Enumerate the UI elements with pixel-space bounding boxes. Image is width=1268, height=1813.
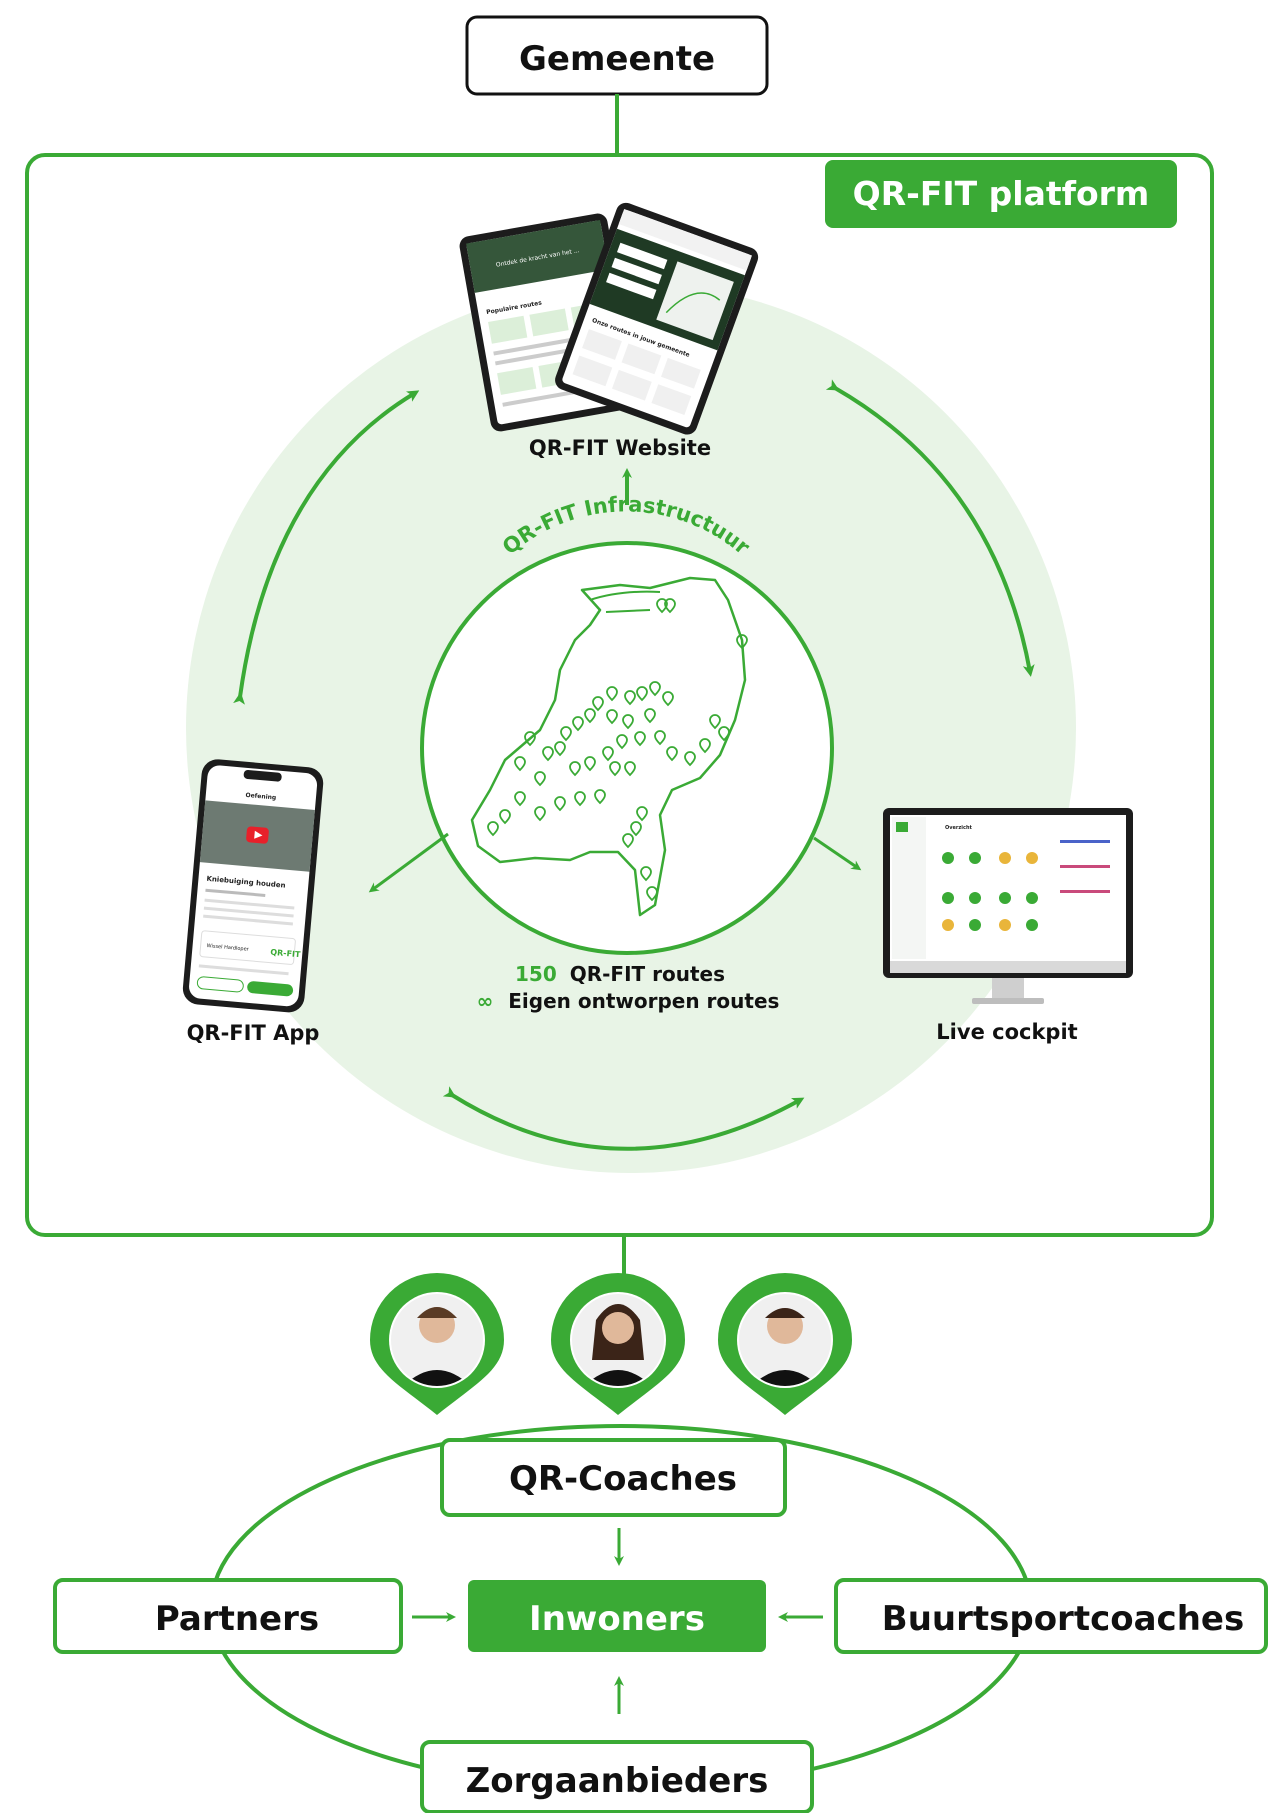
qr-coaches-node: QR-Coaches bbox=[440, 1438, 787, 1517]
route-pin bbox=[634, 731, 646, 747]
platform-badge: QR-FIT platform bbox=[825, 160, 1177, 228]
buurtsportcoaches-label: Buurtsportcoaches bbox=[882, 1599, 1244, 1639]
route-pin bbox=[684, 751, 696, 767]
route-pin bbox=[624, 761, 636, 777]
routes-count: 150 bbox=[515, 962, 557, 986]
arrow-app-website bbox=[233, 390, 420, 705]
route-pin bbox=[736, 634, 748, 650]
route-pin bbox=[569, 761, 581, 777]
app-header: Oefening bbox=[245, 792, 276, 802]
coach-pin-2 bbox=[551, 1273, 685, 1415]
cockpit-title: Overzicht bbox=[945, 825, 973, 831]
coach-pin-1 bbox=[370, 1273, 504, 1415]
route-pin bbox=[636, 686, 648, 702]
svg-text:150 QR-FIT routes: 150 QR-FIT routes bbox=[515, 962, 725, 986]
arrow-infra-app bbox=[368, 832, 449, 893]
route-pin bbox=[534, 806, 546, 822]
arrow-infra-cockpit bbox=[813, 836, 862, 871]
route-pin bbox=[554, 741, 566, 757]
inwoners-label: Inwoners bbox=[529, 1599, 705, 1639]
svg-text:∞ Eigen ontworpen routes: ∞ Eigen ontworpen routes bbox=[477, 989, 780, 1013]
own-routes-text: Eigen ontworpen routes bbox=[508, 989, 779, 1013]
qr-coaches-label: QR-Coaches bbox=[509, 1459, 737, 1499]
coach-pin-3 bbox=[718, 1273, 852, 1415]
route-pin bbox=[640, 866, 652, 882]
route-pin bbox=[584, 756, 596, 772]
cockpit-dials bbox=[942, 852, 1038, 931]
route-pin bbox=[622, 714, 634, 730]
route-pin bbox=[616, 734, 628, 750]
route-pin bbox=[594, 789, 606, 805]
route-pin bbox=[554, 796, 566, 812]
route-pin bbox=[602, 746, 614, 762]
route-pin bbox=[624, 690, 636, 706]
route-pin bbox=[630, 821, 642, 837]
website-tablets: Ontdek de kracht van het ... Populaire r… bbox=[459, 202, 759, 435]
route-pin bbox=[542, 746, 554, 762]
routes-info: 150 QR-FIT routes ∞ Eigen ontworpen rout… bbox=[477, 962, 780, 1013]
gemeente-label: Gemeente bbox=[519, 39, 715, 79]
route-pin bbox=[606, 686, 618, 702]
buurtsportcoaches-node: Buurtsportcoaches bbox=[834, 1578, 1268, 1654]
svg-text:QR-FIT: QR-FIT bbox=[270, 948, 301, 960]
route-pin bbox=[514, 791, 526, 807]
route-pin bbox=[534, 771, 546, 787]
route-pin bbox=[649, 681, 661, 697]
platform-badge-label: QR-FIT platform bbox=[853, 174, 1150, 213]
own-routes-symbol: ∞ bbox=[477, 989, 494, 1013]
gemeente-node: Gemeente bbox=[465, 15, 769, 96]
route-pin bbox=[606, 709, 618, 725]
route-pin bbox=[718, 726, 730, 742]
website-tablet-front: Onze routes in jouw gemeente bbox=[555, 202, 759, 435]
routes-text: QR-FIT routes bbox=[570, 962, 725, 986]
route-pin bbox=[666, 746, 678, 762]
infrastructure-circle bbox=[420, 541, 834, 955]
arrow-app-cockpit bbox=[442, 1086, 805, 1151]
route-pin bbox=[584, 708, 596, 724]
route-pin bbox=[487, 821, 499, 837]
zorgaanbieders-node: Zorgaanbieders bbox=[420, 1740, 814, 1813]
cockpit-label: Live cockpit bbox=[936, 1020, 1077, 1044]
route-pin bbox=[662, 691, 674, 707]
partners-node: Partners bbox=[53, 1578, 403, 1654]
route-pin bbox=[574, 791, 586, 807]
route-pin bbox=[636, 806, 648, 822]
partners-label: Partners bbox=[155, 1599, 319, 1639]
route-pin bbox=[524, 731, 536, 747]
inwoners-node: Inwoners bbox=[468, 1580, 766, 1652]
svg-text:Wissel Hardloper: Wissel Hardloper bbox=[206, 943, 250, 953]
route-pin bbox=[572, 716, 584, 732]
zorgaanbieders-label: Zorgaanbieders bbox=[466, 1761, 769, 1801]
route-pin bbox=[499, 809, 511, 825]
arrow-website-cockpit bbox=[825, 379, 1035, 677]
route-pin bbox=[609, 761, 621, 777]
netherlands-map bbox=[470, 576, 747, 917]
app-label: QR-FIT App bbox=[187, 1021, 320, 1045]
route-pin bbox=[699, 738, 711, 754]
app-phone: Oefening Kniebuiging houden Wissel Hardl… bbox=[182, 759, 324, 1013]
route-pin bbox=[622, 833, 634, 849]
route-pin bbox=[560, 726, 572, 742]
route-pin bbox=[646, 886, 658, 902]
cockpit-monitor: Overzicht bbox=[883, 808, 1133, 1004]
route-pin bbox=[709, 714, 721, 730]
route-pin bbox=[592, 696, 604, 712]
route-pin bbox=[514, 756, 526, 772]
website-label: QR-FIT Website bbox=[529, 436, 711, 460]
route-pins bbox=[487, 598, 748, 902]
wadden-islands bbox=[589, 590, 661, 613]
route-pin bbox=[644, 708, 656, 724]
route-pin bbox=[664, 598, 676, 614]
route-pin bbox=[654, 730, 666, 746]
